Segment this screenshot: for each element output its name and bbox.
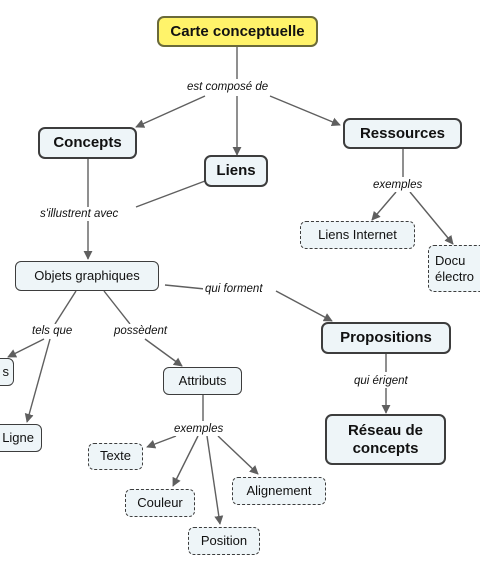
link-label-exemples-attributs: exemples <box>172 422 226 436</box>
node-formes[interactable]: s <box>0 358 14 386</box>
connector <box>103 290 131 325</box>
node-liens[interactable]: Liens <box>204 155 268 187</box>
node-attributs[interactable]: Attributs <box>163 367 242 395</box>
link-label-qui-erigent: qui érigent <box>352 374 410 388</box>
link-label-possedent: possèdent <box>112 324 170 338</box>
link-label-qui-forment: qui forment <box>203 282 265 296</box>
connector <box>146 435 177 449</box>
link-label-exemples-ressources: exemples <box>371 178 425 192</box>
connector <box>144 338 183 367</box>
connector <box>409 191 454 245</box>
node-position[interactable]: Position <box>188 527 260 555</box>
connector <box>172 435 199 487</box>
connector <box>371 191 397 221</box>
connector <box>135 95 206 128</box>
connector <box>54 290 77 325</box>
link-label-est-compose-de: est composé de <box>185 80 271 94</box>
connector <box>164 284 206 290</box>
node-alignement[interactable]: Alignement <box>232 477 326 505</box>
node-couleur[interactable]: Couleur <box>125 489 195 517</box>
node-ligne[interactable]: Ligne <box>0 424 42 452</box>
node-objets-graphiques[interactable]: Objets graphiques <box>15 261 159 291</box>
node-reseau-de-concepts[interactable]: Réseau de concepts <box>325 414 446 465</box>
link-label-s-illustrent-avec: s'illustrent avec <box>38 207 121 221</box>
connector <box>275 290 333 322</box>
link-label-tels-que: tels que <box>30 324 75 338</box>
connector <box>269 95 341 127</box>
connector <box>135 180 206 208</box>
connector <box>7 338 45 358</box>
node-texte[interactable]: Texte <box>88 443 143 470</box>
node-liens-internet[interactable]: Liens Internet <box>300 221 415 249</box>
connector <box>24 338 51 423</box>
node-carte-conceptuelle[interactable]: Carte conceptuelle <box>157 16 318 47</box>
node-propositions[interactable]: Propositions <box>321 322 451 354</box>
connector <box>217 435 259 475</box>
node-ressources[interactable]: Ressources <box>343 118 462 149</box>
connector <box>206 435 224 525</box>
node-documents-electroniques[interactable]: Docu électro <box>428 245 480 292</box>
node-concepts[interactable]: Concepts <box>38 127 137 159</box>
